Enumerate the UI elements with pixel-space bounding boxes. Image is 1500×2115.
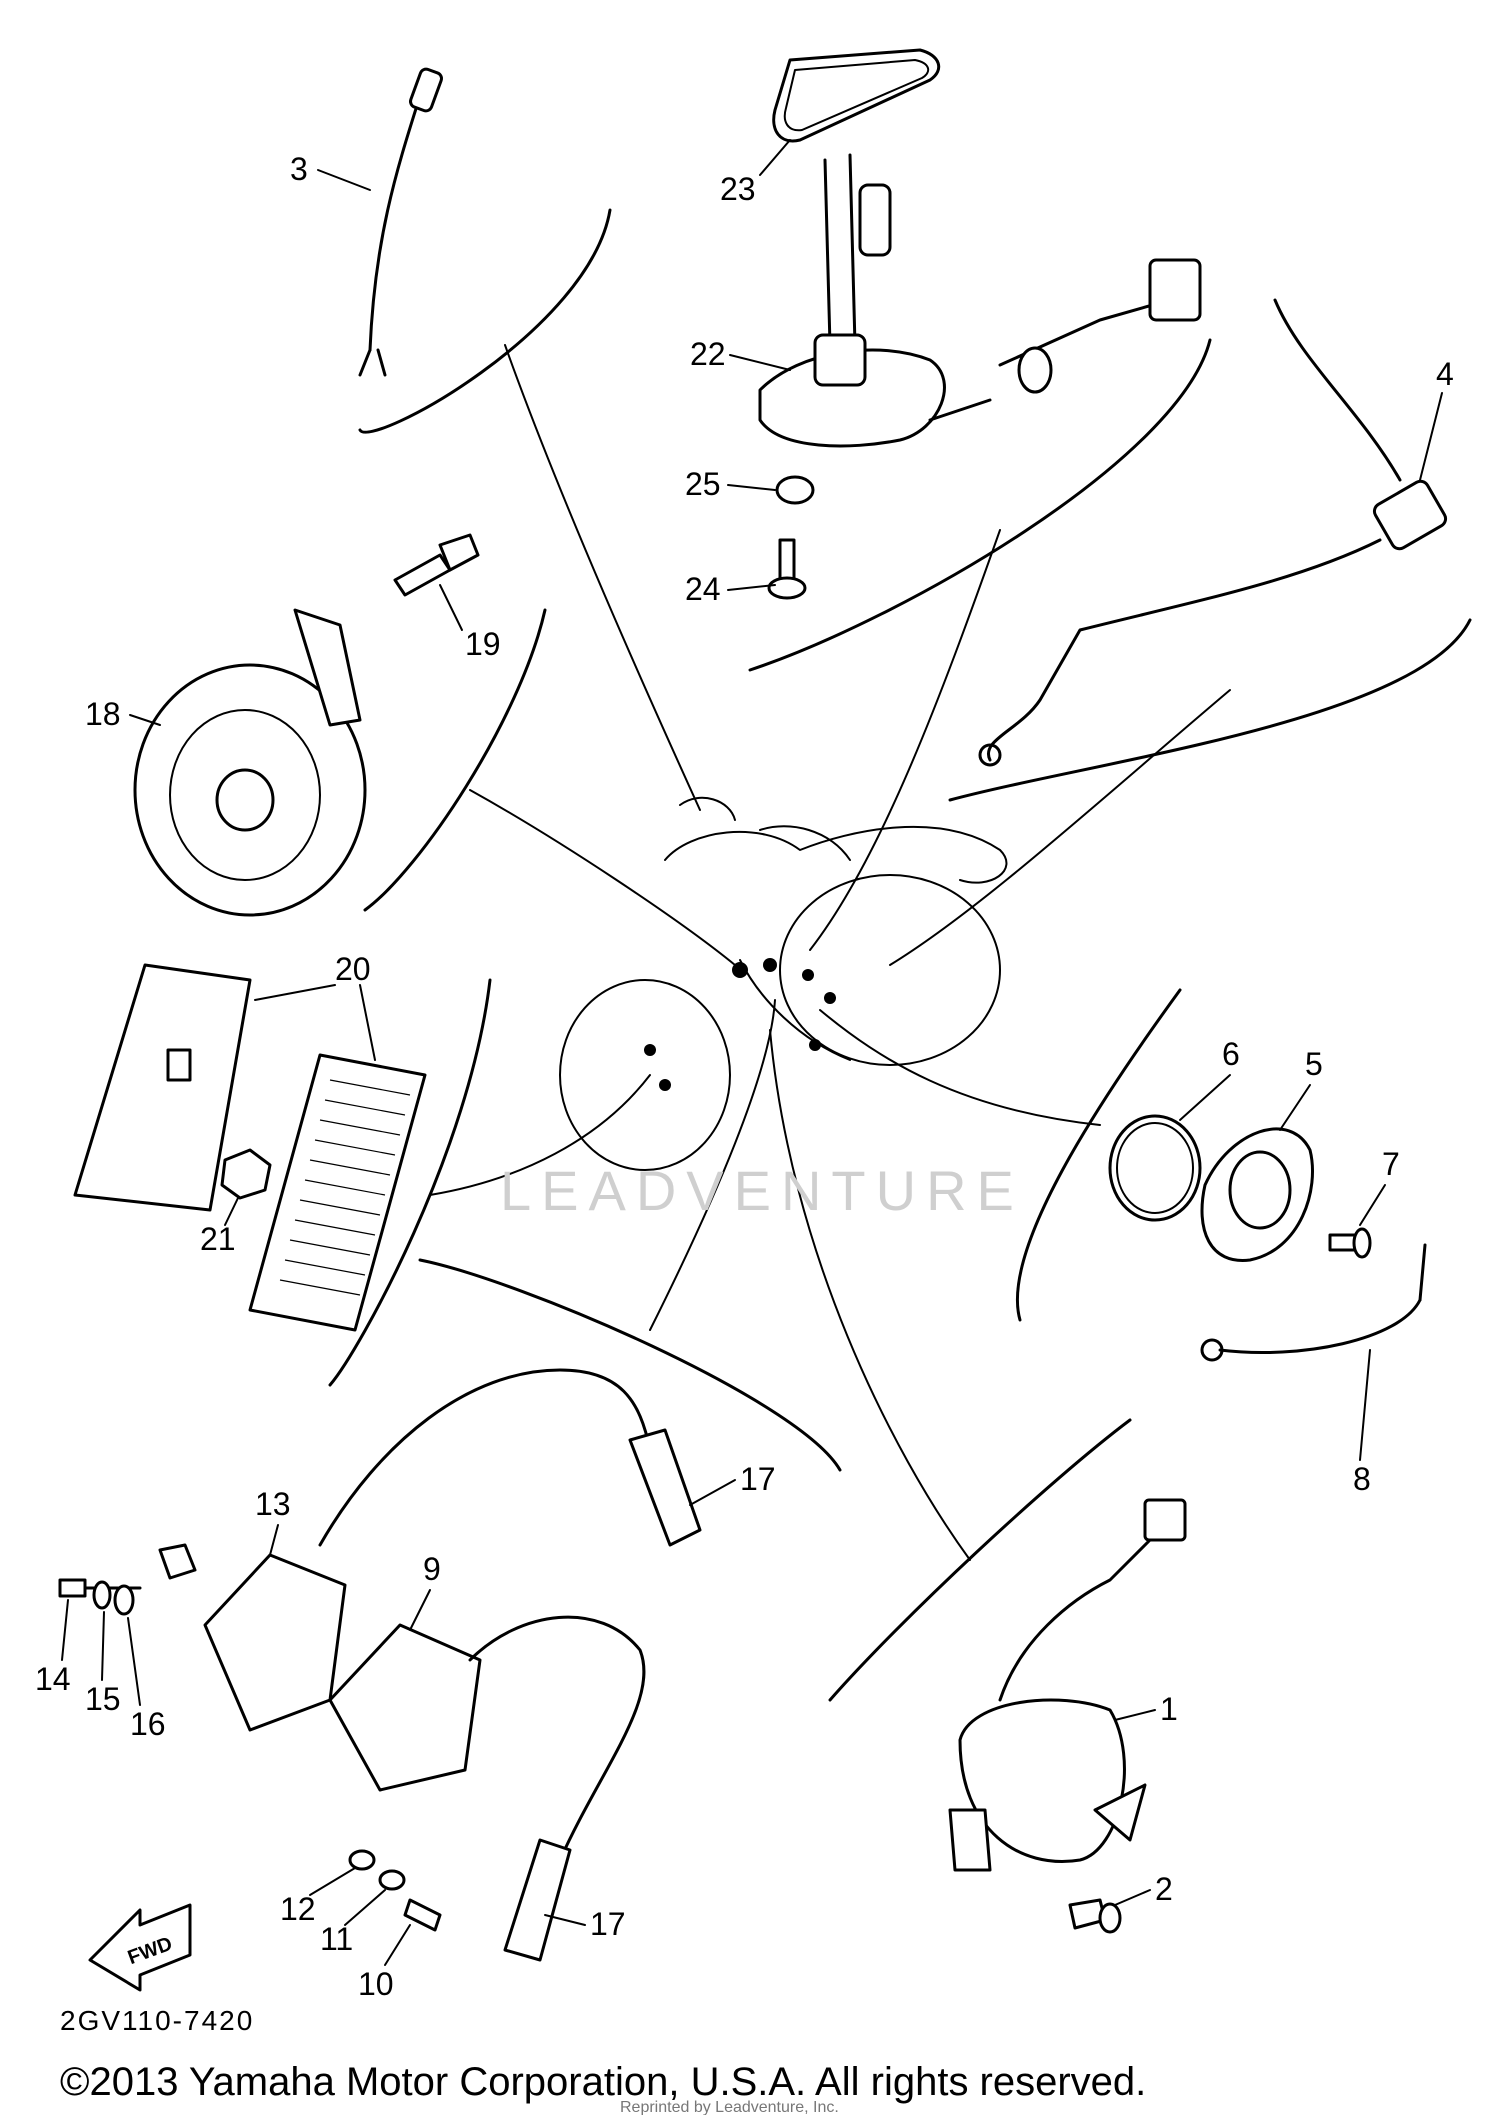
part-5-cover	[1200, 1127, 1314, 1262]
leader-curves	[429, 344, 1231, 1561]
part-23-gasket	[772, 48, 941, 143]
callout-1: 1	[1160, 1691, 1178, 1727]
callout-2: 2	[1155, 1871, 1173, 1907]
callout-8: 8	[1353, 1461, 1371, 1497]
callout-13: 13	[255, 1486, 291, 1522]
fwd-arrow: FWD	[88, 1903, 192, 1992]
callout-labels: 1 2 3 4 5 6 7 8 9 10 11 12 13 14 15 16 1…	[35, 139, 1454, 2002]
figure-code: 2GV110-7420	[60, 2005, 254, 2036]
part-9-ignition-coil	[328, 1615, 646, 1962]
callout-9: 9	[423, 1551, 441, 1587]
callout-16: 16	[130, 1706, 166, 1742]
part-3-lead-wire	[358, 67, 443, 377]
callout-11: 11	[320, 1921, 353, 1957]
part-21-nut	[220, 1148, 272, 1200]
callout-6: 6	[1222, 1036, 1240, 1072]
part-8-lead-wire	[1200, 1243, 1427, 1362]
frame-outline: LEADVENTURE	[500, 796, 1024, 1222]
callout-19: 19	[465, 626, 501, 662]
part-20-reflector-left	[73, 963, 252, 1212]
callout-7: 7	[1382, 1146, 1400, 1182]
part-7-screw	[1328, 1227, 1372, 1259]
callout-3: 3	[290, 151, 308, 187]
callout-17a: 17	[740, 1461, 776, 1497]
callout-25: 25	[685, 466, 721, 502]
callout-5: 5	[1305, 1046, 1323, 1082]
part-2-bolt	[1068, 1898, 1122, 1934]
section-dividers	[328, 208, 1472, 1702]
callout-10: 10	[358, 1966, 394, 2002]
watermark-text: LEADVENTURE	[500, 1159, 1024, 1222]
part-25-nut	[775, 475, 815, 505]
callout-12: 12	[280, 1891, 316, 1927]
callout-14: 14	[35, 1661, 71, 1697]
part-13-ignition-coil	[158, 1368, 702, 1732]
callout-4: 4	[1436, 356, 1454, 392]
part-4-switch	[978, 298, 1448, 767]
callout-23: 23	[720, 171, 756, 207]
callout-22: 22	[690, 336, 726, 372]
copyright-notice: ©2013 Yamaha Motor Corporation, U.S.A. A…	[60, 2060, 1147, 2104]
part-24-bolt	[767, 538, 807, 600]
callout-21: 21	[200, 1221, 236, 1257]
callout-24: 24	[685, 571, 721, 607]
part-18-horn	[133, 608, 367, 917]
reprint-note: Reprinted by Leadventure, Inc.	[620, 2099, 839, 2115]
callout-20: 20	[335, 951, 371, 987]
part-6-o-ring	[1108, 1114, 1202, 1222]
part-22-sender-unit	[758, 153, 1202, 448]
part-20-reflector-right	[248, 1053, 427, 1332]
part-1-relay	[948, 1498, 1187, 1872]
callout-15: 15	[85, 1681, 121, 1717]
part-19-bolt	[393, 533, 480, 597]
parts-10-16-hardware	[58, 1578, 442, 1932]
callout-17b: 17	[590, 1906, 626, 1942]
callout-18: 18	[85, 696, 121, 732]
